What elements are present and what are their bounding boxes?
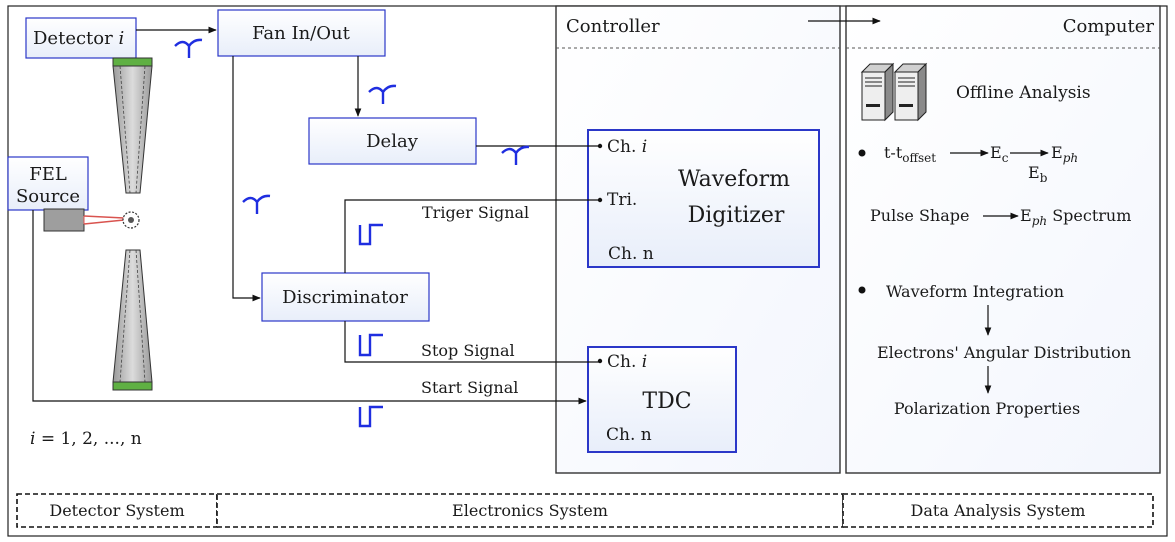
svg-text:Ch. i: Ch. i <box>607 137 647 157</box>
detector-system-label: Detector System <box>49 501 184 520</box>
fel-device <box>43 208 85 232</box>
logic-pulse-icon-2 <box>358 333 383 357</box>
tdc-ch-prefix: Ch. <box>607 352 642 372</box>
logic-pulse-icon-3 <box>358 405 383 428</box>
trigger-signal-label: Triger Signal <box>422 203 529 222</box>
svg-text:Detector i: Detector i <box>33 28 124 49</box>
spectrum-label: Eph Spectrum <box>1020 206 1131 228</box>
index-note: i = 1, 2, ..., n <box>30 429 142 449</box>
signal-wires <box>32 26 600 405</box>
logic-pulse-icon-1 <box>358 223 383 246</box>
digitizer-ch-prefix: Ch. <box>607 137 642 157</box>
digitizer-ch-index: i <box>642 137 647 157</box>
controller-title: Controller <box>566 16 660 37</box>
system-bar-data: Data Analysis System <box>842 493 1154 528</box>
target-icon <box>122 211 140 229</box>
system-bar-electronics: Electronics System <box>216 493 844 528</box>
laser-beam <box>83 215 125 225</box>
fel-source-box: FEL Source <box>7 156 89 211</box>
pulse-shape-label: Pulse Shape <box>870 206 969 225</box>
eb-label: Eb <box>1028 163 1048 185</box>
bullet-2 <box>858 286 866 294</box>
tdc-ch-n: Ch. n <box>606 425 652 445</box>
tdc-ch-index: i <box>642 352 647 372</box>
analog-pulse-icon-2 <box>368 84 397 104</box>
data-analysis-system-label: Data Analysis System <box>911 501 1086 520</box>
start-signal-label: Start Signal <box>421 378 518 397</box>
analog-pulse-icon-3 <box>501 145 530 165</box>
angular-distribution-label: Electrons' Angular Distribution <box>877 343 1131 362</box>
digitizer-ch-n: Ch. n <box>608 244 654 264</box>
tdc-title: TDC <box>642 389 691 414</box>
eph-label: Eph <box>1051 143 1078 165</box>
delay-box: Delay <box>308 117 477 165</box>
discriminator-box: Discriminator <box>261 272 430 322</box>
delay-label: Delay <box>366 131 419 152</box>
detector-lower <box>112 249 153 391</box>
stop-signal-label: Stop Signal <box>421 341 515 360</box>
offline-analysis-label: Offline Analysis <box>956 83 1091 103</box>
digitizer-title-line1: Waveform <box>678 167 790 192</box>
detector-box: Detector i <box>25 17 137 59</box>
waveform-integration-label: Waveform Integration <box>886 282 1064 301</box>
fan-in-out-box: Fan In/Out <box>217 9 386 57</box>
svg-text:Ch. i: Ch. i <box>607 352 647 372</box>
discriminator-label: Discriminator <box>282 287 408 308</box>
digitizer-tri-label: Tri. <box>607 190 637 210</box>
detector-index: i <box>118 28 124 49</box>
tdc-box: Ch. i TDC Ch. n <box>587 346 737 453</box>
fel-label-line1: FEL <box>29 164 67 185</box>
fan-in-out-label: Fan In/Out <box>252 23 350 44</box>
fel-label-line2: Source <box>16 186 80 207</box>
analog-pulse-icon-4 <box>242 194 271 214</box>
electronics-system-label: Electronics System <box>452 501 608 520</box>
bullet-1 <box>858 149 866 157</box>
digitizer-title-line2: Digitizer <box>688 203 785 228</box>
t-offset-label: t-toffset <box>884 143 936 165</box>
computer-icon <box>860 62 928 122</box>
analog-pulse-icon-1 <box>174 38 203 58</box>
waveform-digitizer-box: Ch. i Tri. Waveform Digitizer Ch. n <box>587 129 820 268</box>
system-bar-detector: Detector System <box>16 493 218 528</box>
computer-title: Computer <box>1063 16 1155 37</box>
detector-upper <box>112 57 153 194</box>
polarization-label: Polarization Properties <box>894 399 1080 418</box>
detector-label: Detector <box>33 28 118 49</box>
ec-label: Ec <box>990 143 1009 165</box>
